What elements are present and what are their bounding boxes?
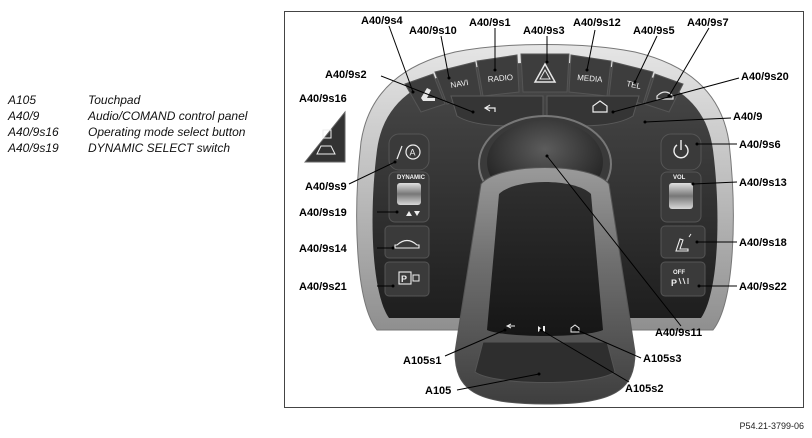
- right-buttons: VOL OFF P: [660, 133, 706, 297]
- control-panel-figure: NAVI RADIO MEDIA TEL A DYNAMIC: [284, 11, 804, 408]
- operating-mode-button[interactable]: [303, 110, 346, 163]
- callout-label: A40/9s1: [469, 17, 511, 29]
- dynamic-select-roller[interactable]: [397, 183, 421, 205]
- legend-row: A105 Touchpad: [8, 92, 280, 108]
- callout-label: A40/9s11: [655, 327, 702, 339]
- legend-desc: Operating mode select button: [88, 125, 246, 139]
- callout-labels: A40/9s4 A40/9s10 A40/9s1 A40/9s3 A40/9s1…: [299, 15, 789, 397]
- leader-lines: [348, 25, 740, 391]
- volume-roller[interactable]: [669, 183, 693, 209]
- palm-rest[interactable]: [474, 341, 616, 383]
- legend-desc: DYNAMIC SELECT switch: [88, 141, 231, 155]
- stop-start-icon: A: [396, 144, 421, 160]
- navi-button-label: NAVI: [450, 78, 469, 90]
- stop-start-button[interactable]: [388, 133, 430, 171]
- power-button[interactable]: [660, 133, 702, 171]
- hazard-icon: [533, 62, 557, 83]
- callout-label: A40/9s7: [687, 17, 729, 29]
- callout-label: A105: [425, 385, 451, 397]
- drive-program-button[interactable]: [384, 225, 430, 259]
- callout-label: A40/9s13: [739, 177, 787, 189]
- legend-code: A40/9s16: [8, 125, 59, 139]
- media-button-label: MEDIA: [577, 73, 604, 84]
- legend-code: A105: [8, 93, 37, 107]
- vehicle-settings-button[interactable]: [644, 73, 684, 113]
- legend-desc: Touchpad: [88, 93, 141, 107]
- tel-button-label: TEL: [626, 79, 643, 91]
- callout-label: A40/9s12: [573, 17, 621, 29]
- callout-label: A40/9s19: [299, 207, 347, 219]
- legend-row: A40/9s16 Operating mode select button: [8, 124, 280, 140]
- callout-label: A40/9s18: [739, 237, 787, 249]
- svg-text:P: P: [671, 278, 677, 288]
- touchpad-surface[interactable]: [487, 182, 603, 336]
- figure-reference: P54.21-3799-06: [739, 421, 804, 431]
- callout-label: A40/9s16: [299, 93, 347, 105]
- callout-label: A40/9s14: [299, 243, 348, 255]
- callout-label: A40/9s21: [299, 281, 347, 293]
- hazard-button[interactable]: [520, 53, 570, 93]
- callout-label: A40/9s9: [305, 181, 347, 193]
- callout-label: A40/9s3: [523, 25, 565, 37]
- power-icon: [673, 140, 689, 159]
- radio-button[interactable]: [476, 54, 520, 97]
- vol-label: VOL: [673, 175, 686, 181]
- parking-assist-button[interactable]: [384, 261, 430, 297]
- svg-text:A: A: [410, 148, 416, 158]
- legend-desc: Audio/COMAND control panel: [88, 109, 248, 123]
- callout-label: A40/9s2: [325, 69, 367, 81]
- touchpad-home-icon: [570, 324, 580, 333]
- callout-label: A105s2: [625, 383, 664, 395]
- legend-code: A40/9s19: [8, 141, 59, 155]
- seat-comfort-icon: [675, 233, 692, 252]
- callout-label: A40/9s6: [739, 139, 781, 151]
- callout-label: A105s1: [403, 355, 442, 367]
- operating-mode-icon: [316, 129, 336, 155]
- parking-sensor-icon: P: [671, 277, 689, 288]
- callout-label: A40/9s20: [741, 71, 789, 83]
- svg-text:P: P: [401, 274, 407, 284]
- up-down-arrows-icon: [406, 211, 420, 216]
- parking-camera-icon: P: [398, 271, 420, 285]
- car-settings-icon: [656, 91, 674, 100]
- callout-label: A40/9s4: [361, 15, 403, 27]
- touchpad-assembly: [454, 115, 636, 405]
- back-icon: [483, 104, 496, 112]
- callout-label: A40/9s5: [633, 25, 675, 37]
- callout-label: A105s3: [643, 353, 682, 365]
- radio-button-label: RADIO: [487, 73, 513, 84]
- legend: A105 Touchpad A40/9 Audio/COMAND control…: [8, 92, 280, 156]
- touchpad-back-icon: [505, 323, 515, 329]
- legend-row: A40/9 Audio/COMAND control panel: [8, 108, 280, 124]
- legend-row: A40/9s19 DYNAMIC SELECT switch: [8, 140, 280, 156]
- callout-label: A40/9s10: [409, 25, 457, 37]
- callout-label: A40/9: [733, 111, 762, 123]
- car-driving-icon: [394, 239, 420, 249]
- left-buttons: A DYNAMIC P: [384, 133, 430, 297]
- off-label: OFF: [673, 270, 685, 276]
- dynamic-label: DYNAMIC: [397, 175, 426, 181]
- callout-label: A40/9s22: [739, 281, 787, 293]
- legend-code: A40/9: [8, 109, 40, 123]
- home-icon: [592, 100, 608, 113]
